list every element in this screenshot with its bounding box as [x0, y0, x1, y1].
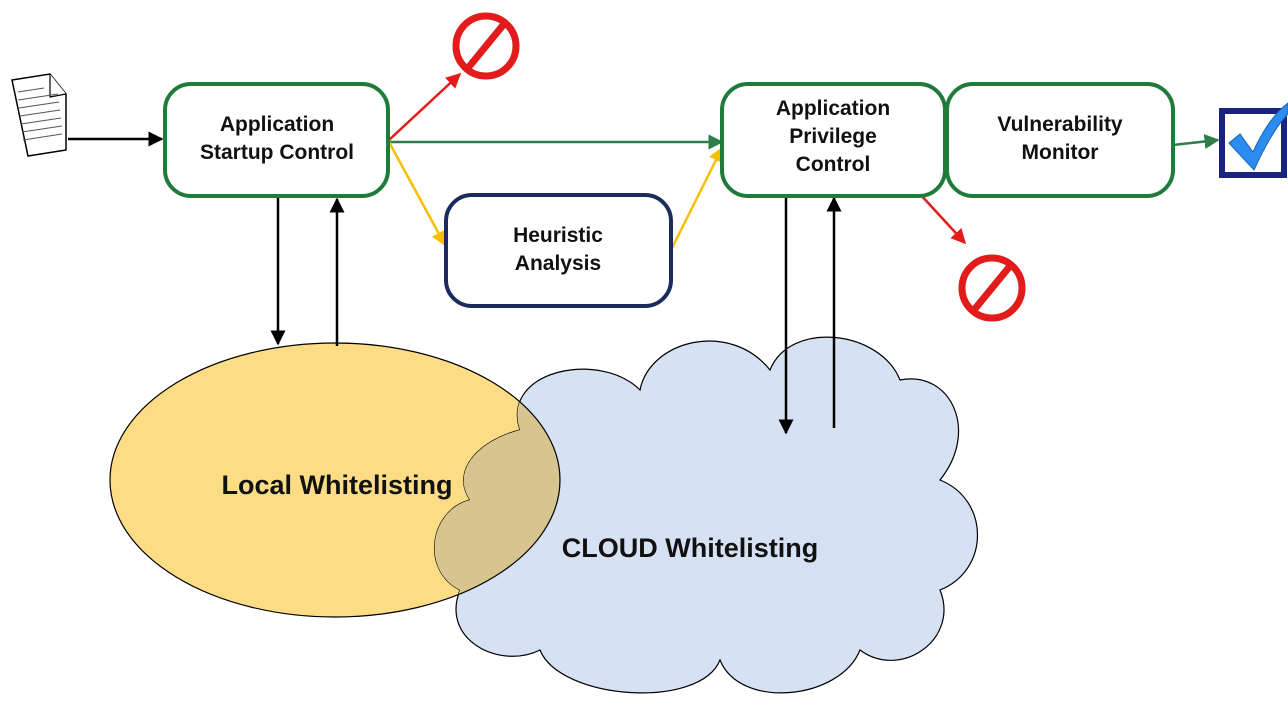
vulnerability-monitor-label-line2: Monitor — [1022, 141, 1099, 164]
document-icon — [11, 73, 67, 157]
prohibited-icon — [958, 254, 1026, 322]
heuristic-analysis-label-line1: Heuristic — [513, 224, 603, 247]
monitor-to-result-arrow — [1172, 134, 1220, 149]
local-whitelisting-label: Local Whitelisting — [221, 470, 452, 500]
heuristic-to-privilege-arrow — [669, 146, 724, 251]
cloud-whitelisting-region — [434, 336, 979, 694]
privilege-control-label-line2: Privilege — [789, 125, 877, 148]
privilege-control-label-line3: Control — [796, 153, 871, 176]
startup-control-label-line1: Application — [220, 113, 334, 136]
startup-to-heuristic-arrow — [387, 141, 447, 247]
checkbox-checked-icon — [1219, 102, 1288, 178]
startup-control-box — [163, 82, 390, 198]
heuristic-analysis-label-line2: Analysis — [515, 252, 601, 275]
heuristic-analysis-box — [444, 193, 673, 308]
vulnerability-monitor-label-line1: Vulnerability — [997, 113, 1123, 136]
vulnerability-monitor-box — [945, 82, 1175, 198]
prohibited-icon — [452, 12, 520, 80]
privilege-control-label-line1: Application — [776, 97, 890, 120]
startup-blocked-arrow — [388, 72, 462, 141]
cloud-whitelisting-label: CLOUD Whitelisting — [562, 533, 818, 563]
startup-control-label-line2: Startup Control — [200, 141, 354, 164]
